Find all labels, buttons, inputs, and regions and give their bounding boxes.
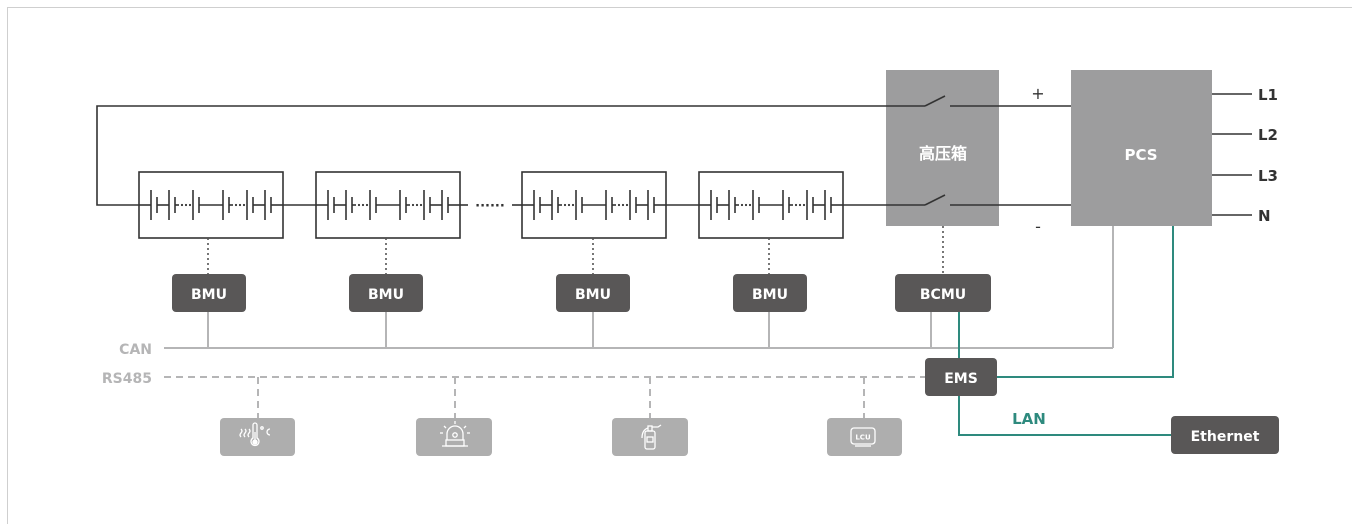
l2-label: L2 — [1258, 126, 1278, 144]
top-switch — [886, 95, 1071, 107]
pcs-label: PCS — [1124, 146, 1157, 164]
alarm-beacon-icon — [440, 421, 470, 447]
bmu-sense-links — [207, 226, 944, 274]
bmu-1: BMU — [172, 274, 246, 312]
bottom-switch — [838, 194, 1071, 206]
bmu-2: BMU — [349, 274, 423, 312]
battery-module-4 — [698, 171, 844, 239]
bcmu-label: BCMU — [920, 287, 966, 303]
ac-output-lines — [1212, 93, 1252, 216]
pcs-box — [1071, 70, 1212, 226]
battery-module-1 — [138, 171, 284, 239]
peripheral-extinguisher — [612, 418, 688, 456]
hv-box-label: 高压箱 — [919, 144, 967, 163]
peripheral-alarm — [416, 418, 492, 456]
frame — [7, 7, 1352, 524]
bmu-3: BMU — [556, 274, 630, 312]
peripheral-lcu: LCU — [827, 418, 902, 456]
lan-label: LAN — [1012, 410, 1046, 428]
battery-ellipsis: ······ — [475, 199, 505, 214]
ethernet: Ethernet — [1171, 416, 1279, 454]
bmu-2-label: BMU — [368, 287, 404, 303]
lcu-icon: LCU — [850, 427, 876, 447]
ethernet-label: Ethernet — [1191, 429, 1260, 445]
battery-module-2 — [315, 171, 461, 239]
l3-label: L3 — [1258, 167, 1278, 185]
l1-label: L1 — [1258, 86, 1278, 104]
ems: EMS — [925, 358, 997, 396]
fire-extinguisher-icon — [641, 424, 662, 450]
peripheral-thermometer — [220, 418, 295, 456]
can-label: CAN — [119, 342, 152, 358]
bmu-1-label: BMU — [191, 287, 227, 303]
bcmu: BCMU — [895, 274, 991, 312]
n-label: N — [1258, 207, 1271, 225]
plus-label: + — [1031, 84, 1044, 103]
teal-links — [958, 226, 1174, 436]
bmu-3-label: BMU — [575, 287, 611, 303]
lcu-icon-text: LCU — [855, 434, 871, 442]
dc-positive-wire — [96, 105, 925, 206]
bmu-4-label: BMU — [752, 287, 788, 303]
rs485-label: RS485 — [102, 371, 152, 387]
ems-label: EMS — [944, 371, 978, 387]
battery-module-3 — [521, 171, 667, 239]
battery-modules — [138, 171, 844, 239]
hv-box — [886, 70, 999, 226]
minus-label: - — [1035, 217, 1041, 236]
can-bus — [164, 226, 1114, 349]
bmu-4: BMU — [733, 274, 807, 312]
thermometer-icon — [239, 422, 271, 447]
rs485-bus — [164, 376, 925, 418]
